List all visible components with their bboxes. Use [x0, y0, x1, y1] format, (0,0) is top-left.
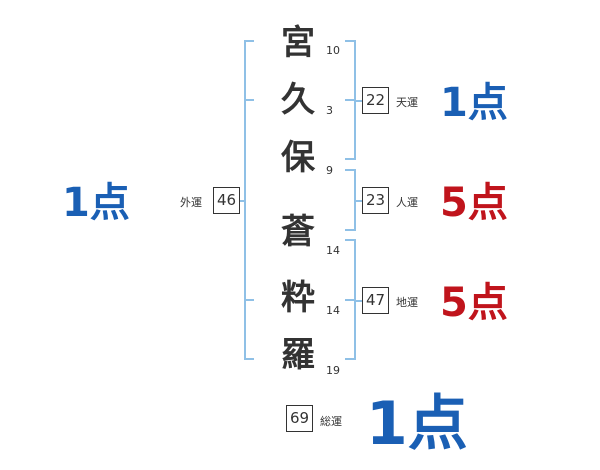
- jinun-score: 5点: [440, 180, 508, 226]
- bracket-tick: [244, 40, 254, 42]
- name-char: 蒼: [281, 212, 315, 252]
- stroke-count: 14: [326, 304, 340, 317]
- chiun-score: 5点: [440, 280, 508, 326]
- name-char: 羅: [281, 335, 315, 375]
- bracket-tick: [345, 40, 355, 42]
- tenun-score: 1点: [440, 80, 508, 126]
- stroke-count: 10: [326, 44, 340, 57]
- bracket-tick: [244, 299, 254, 301]
- bracket-tick: [345, 358, 355, 360]
- gaiun-value: 46: [213, 187, 240, 214]
- tenun-value: 22: [362, 87, 389, 114]
- chiun-bracket: [354, 239, 356, 360]
- souun-value: 69: [286, 405, 313, 432]
- bracket-tick: [354, 200, 362, 202]
- stroke-count: 14: [326, 244, 340, 257]
- gaiun-score: 1点: [62, 180, 130, 226]
- name-char: 保: [281, 138, 315, 178]
- bracket-tick: [345, 299, 355, 301]
- bracket-tick: [345, 158, 355, 160]
- bracket-tick: [244, 99, 254, 101]
- name-char: 粋: [281, 278, 315, 318]
- bracket-tick: [345, 239, 355, 241]
- bracket-tick: [354, 100, 362, 102]
- name-char: 宮: [281, 23, 315, 63]
- gaiun-label: 外運: [180, 196, 202, 209]
- stroke-count: 19: [326, 364, 340, 377]
- outer-bracket: [244, 40, 246, 360]
- jinun-label: 人運: [396, 196, 418, 209]
- name-char: 久: [281, 80, 315, 120]
- bracket-tick: [345, 229, 355, 231]
- jinun-value: 23: [362, 187, 389, 214]
- tenun-label: 天運: [396, 96, 418, 109]
- bracket-tick: [354, 300, 362, 302]
- stroke-count: 9: [326, 164, 333, 177]
- chiun-value: 47: [362, 287, 389, 314]
- bracket-tick: [244, 358, 254, 360]
- chiun-label: 地運: [396, 296, 418, 309]
- bracket-tick: [345, 99, 355, 101]
- bracket-tick: [345, 169, 355, 171]
- souun-score: 1点: [366, 389, 468, 459]
- bracket-tick: [240, 200, 244, 202]
- souun-label: 総運: [320, 415, 342, 428]
- stroke-count: 3: [326, 104, 333, 117]
